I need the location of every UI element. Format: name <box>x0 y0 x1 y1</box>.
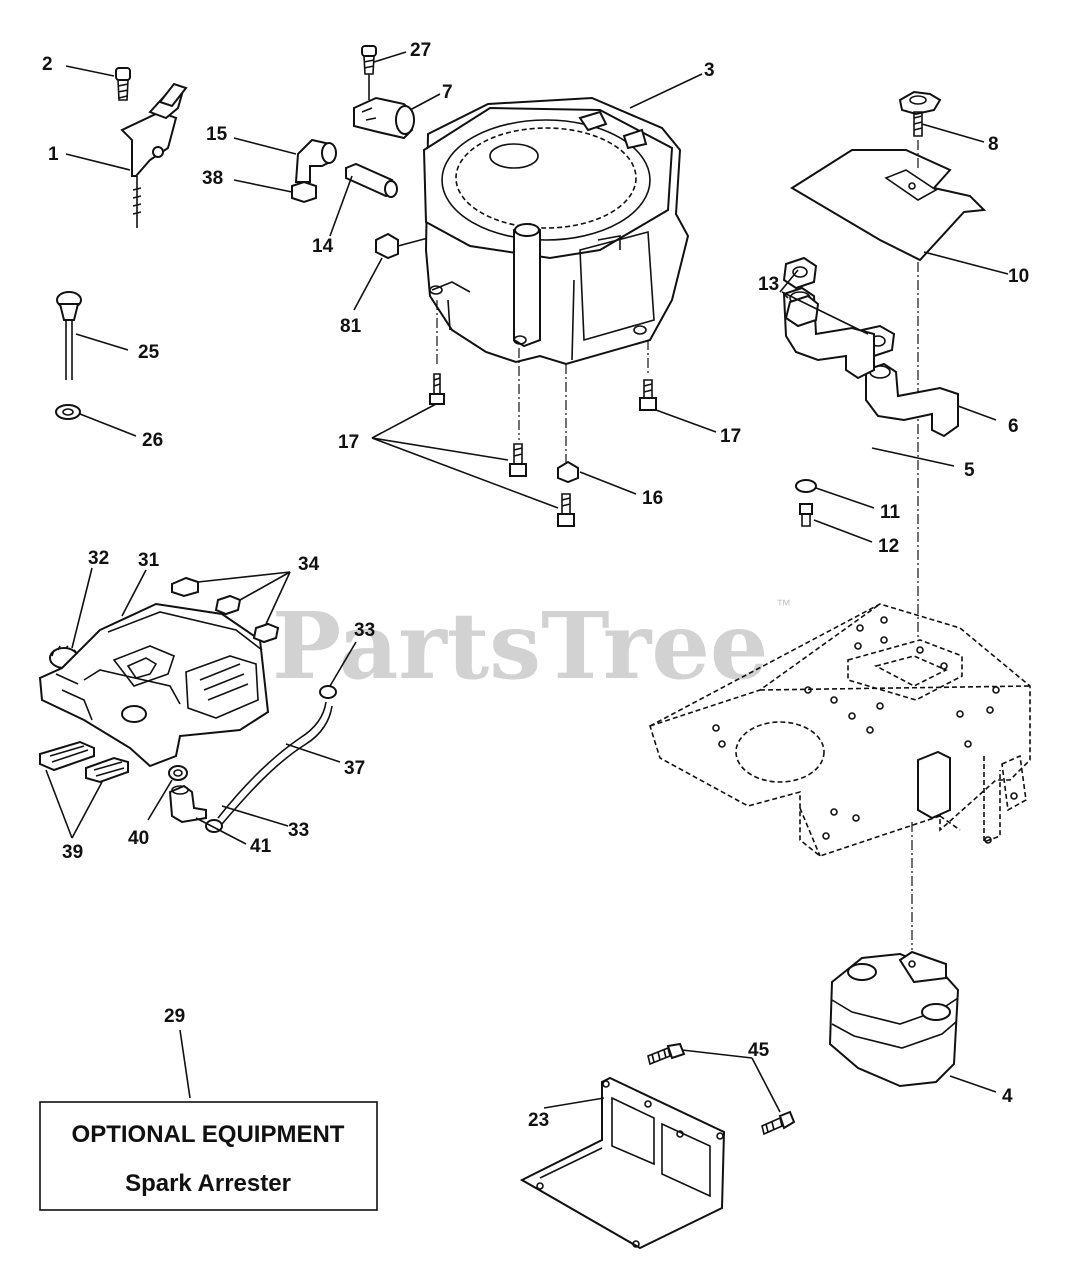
callout-27: 27 <box>410 40 431 61</box>
part-38-nut <box>291 180 317 204</box>
callout-13: 13 <box>758 274 779 295</box>
frame-holes <box>712 616 1018 844</box>
part-27-screw <box>361 45 377 100</box>
callout-5: 5 <box>964 460 975 481</box>
callout-39: 39 <box>62 842 83 863</box>
part-31-spark-arrester-muffler <box>38 602 270 768</box>
part-6-exhaust-pipe <box>865 362 959 438</box>
part-39-pads <box>39 740 129 784</box>
part-45-screws <box>647 1042 796 1136</box>
callout-labels: 2 27 3 7 8 1 15 38 14 10 81 13 25 26 17 … <box>42 40 1029 1131</box>
callout-37: 37 <box>344 758 365 779</box>
part-25-dipstick <box>56 291 82 380</box>
callout-41: 41 <box>250 836 272 857</box>
callout-23: 23 <box>528 1110 549 1131</box>
callout-31: 31 <box>138 550 160 571</box>
callout-3: 3 <box>704 60 715 81</box>
callout-10: 10 <box>1008 266 1029 287</box>
callout-1: 1 <box>48 144 59 165</box>
callout-16: 16 <box>642 488 663 509</box>
part-34-pads <box>171 576 280 644</box>
part-8-knob <box>898 90 942 137</box>
part-15-elbow <box>294 138 337 183</box>
part-37-hose <box>217 701 333 825</box>
part-26-washer <box>55 404 81 420</box>
part-7-bracket <box>353 96 415 140</box>
callout-17-right: 17 <box>720 426 741 447</box>
callout-38: 38 <box>202 168 223 189</box>
callout-7: 7 <box>442 82 453 103</box>
part-11-washer <box>795 479 817 493</box>
part-16-nut <box>557 460 579 484</box>
callout-33-bottom: 33 <box>288 820 309 841</box>
part-40-grommet <box>168 765 188 781</box>
part-1-throttle-control <box>120 82 188 228</box>
callout-6: 6 <box>1008 416 1019 437</box>
callout-17-left: 17 <box>338 432 359 453</box>
callout-34: 34 <box>298 554 320 575</box>
tractor-frame <box>649 603 1031 950</box>
optional-equipment-box: OPTIONAL EQUIPMENT Spark Arrester <box>39 1101 378 1211</box>
part-14-pipe <box>345 162 398 198</box>
callout-29: 29 <box>164 1006 185 1027</box>
callout-33-top: 33 <box>354 620 375 641</box>
optional-equipment-title: OPTIONAL EQUIPMENT <box>72 1121 345 1148</box>
callout-40: 40 <box>128 828 149 849</box>
part-3-engine <box>422 96 690 464</box>
part-2-screw <box>115 67 131 101</box>
callout-4: 4 <box>1002 1086 1013 1107</box>
callout-2: 2 <box>42 54 53 75</box>
callout-12: 12 <box>878 536 899 557</box>
optional-equipment-subtitle: Spark Arrester <box>125 1170 291 1197</box>
watermark-text: PartsTree <box>272 592 768 700</box>
callout-45: 45 <box>748 1040 770 1061</box>
part-5-exhaust-pipe <box>782 286 875 380</box>
callout-14: 14 <box>312 236 334 257</box>
part-23-spark-arrester-bracket <box>519 1076 726 1250</box>
callout-32: 32 <box>88 548 109 569</box>
part-4-muffler <box>828 950 960 1088</box>
part-81-plug <box>375 232 429 260</box>
callout-11: 11 <box>880 502 901 523</box>
part-17-bolts <box>429 373 657 527</box>
part-12-bolt <box>799 503 813 527</box>
part-10-heat-shield <box>790 140 987 640</box>
callout-81: 81 <box>340 316 362 337</box>
leader-lines <box>45 51 1009 1113</box>
part-41-elbow-fitting <box>168 784 207 824</box>
watermark-trademark: ™ <box>776 597 791 614</box>
callout-25: 25 <box>138 342 160 363</box>
callout-26: 26 <box>142 430 163 451</box>
callout-8: 8 <box>988 134 999 155</box>
callout-15: 15 <box>206 124 228 145</box>
